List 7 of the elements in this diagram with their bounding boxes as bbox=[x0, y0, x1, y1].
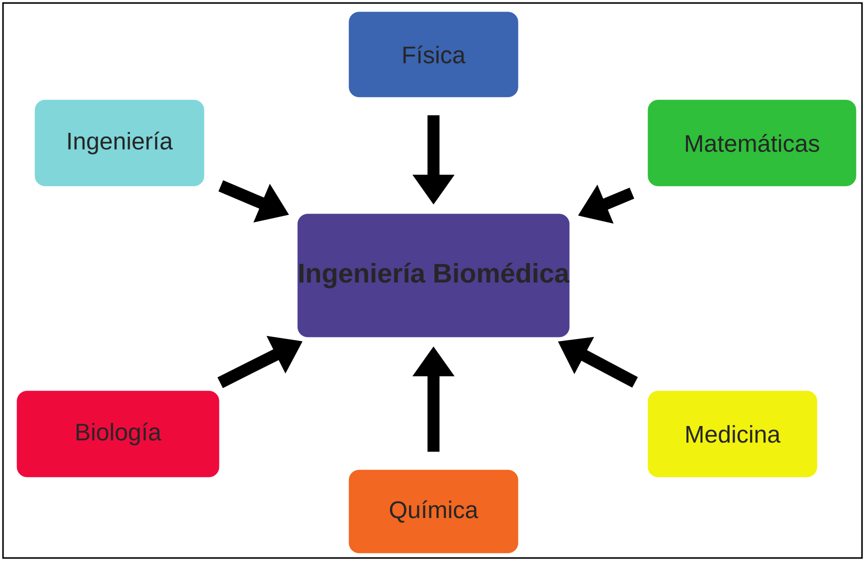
center-box: Ingeniería Biomédica bbox=[298, 214, 570, 338]
topic-box: Biología bbox=[16, 390, 220, 478]
topic-box: Física bbox=[348, 12, 518, 98]
topic-box: Matemáticas bbox=[648, 100, 856, 186]
topic-box: Ingeniería bbox=[34, 100, 204, 186]
topic-box: Química bbox=[348, 470, 518, 554]
topic-box: Medicina bbox=[648, 390, 818, 478]
